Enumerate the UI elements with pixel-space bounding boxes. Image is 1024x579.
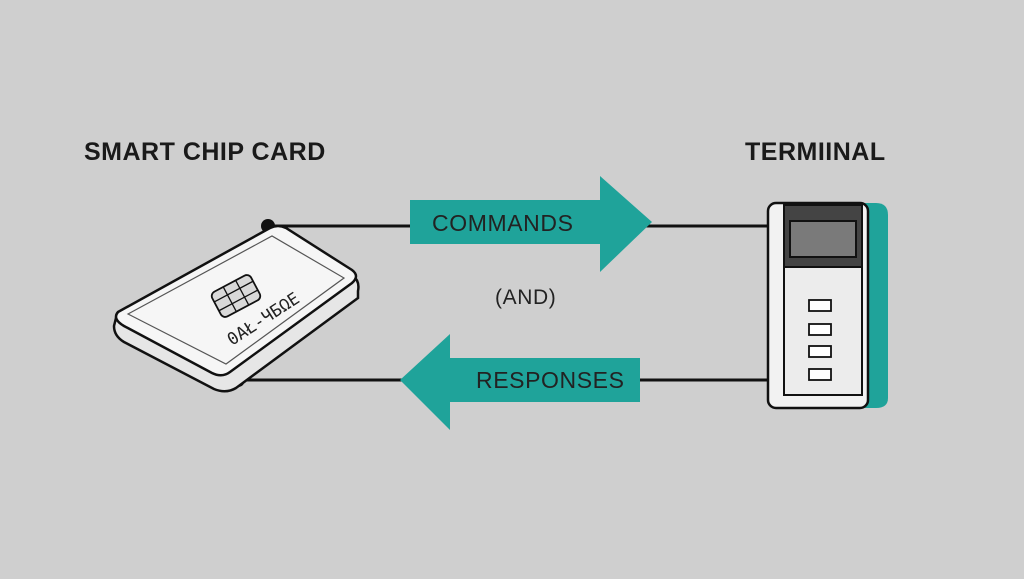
terminal-key-4 xyxy=(808,368,832,381)
terminal-screen xyxy=(789,220,857,258)
commands-arrow xyxy=(410,176,652,272)
and-label: (AND) xyxy=(495,286,557,309)
terminal-key-1 xyxy=(808,299,832,312)
terminal-label: TERMIINAL xyxy=(745,138,886,166)
terminal-key-3 xyxy=(808,345,832,358)
smart-chip-card: 0АŁ-ЧБΩE xyxy=(112,224,360,393)
payment-terminal xyxy=(766,201,888,410)
responses-arrow xyxy=(400,334,640,430)
smart-chip-card-label: SMART CHIP CARD xyxy=(84,138,326,166)
terminal-key-2 xyxy=(808,323,832,336)
emv-chip-icon xyxy=(210,274,262,318)
responses-label: RESPONSES xyxy=(476,367,625,393)
commands-label: COMMANDS xyxy=(432,210,574,236)
